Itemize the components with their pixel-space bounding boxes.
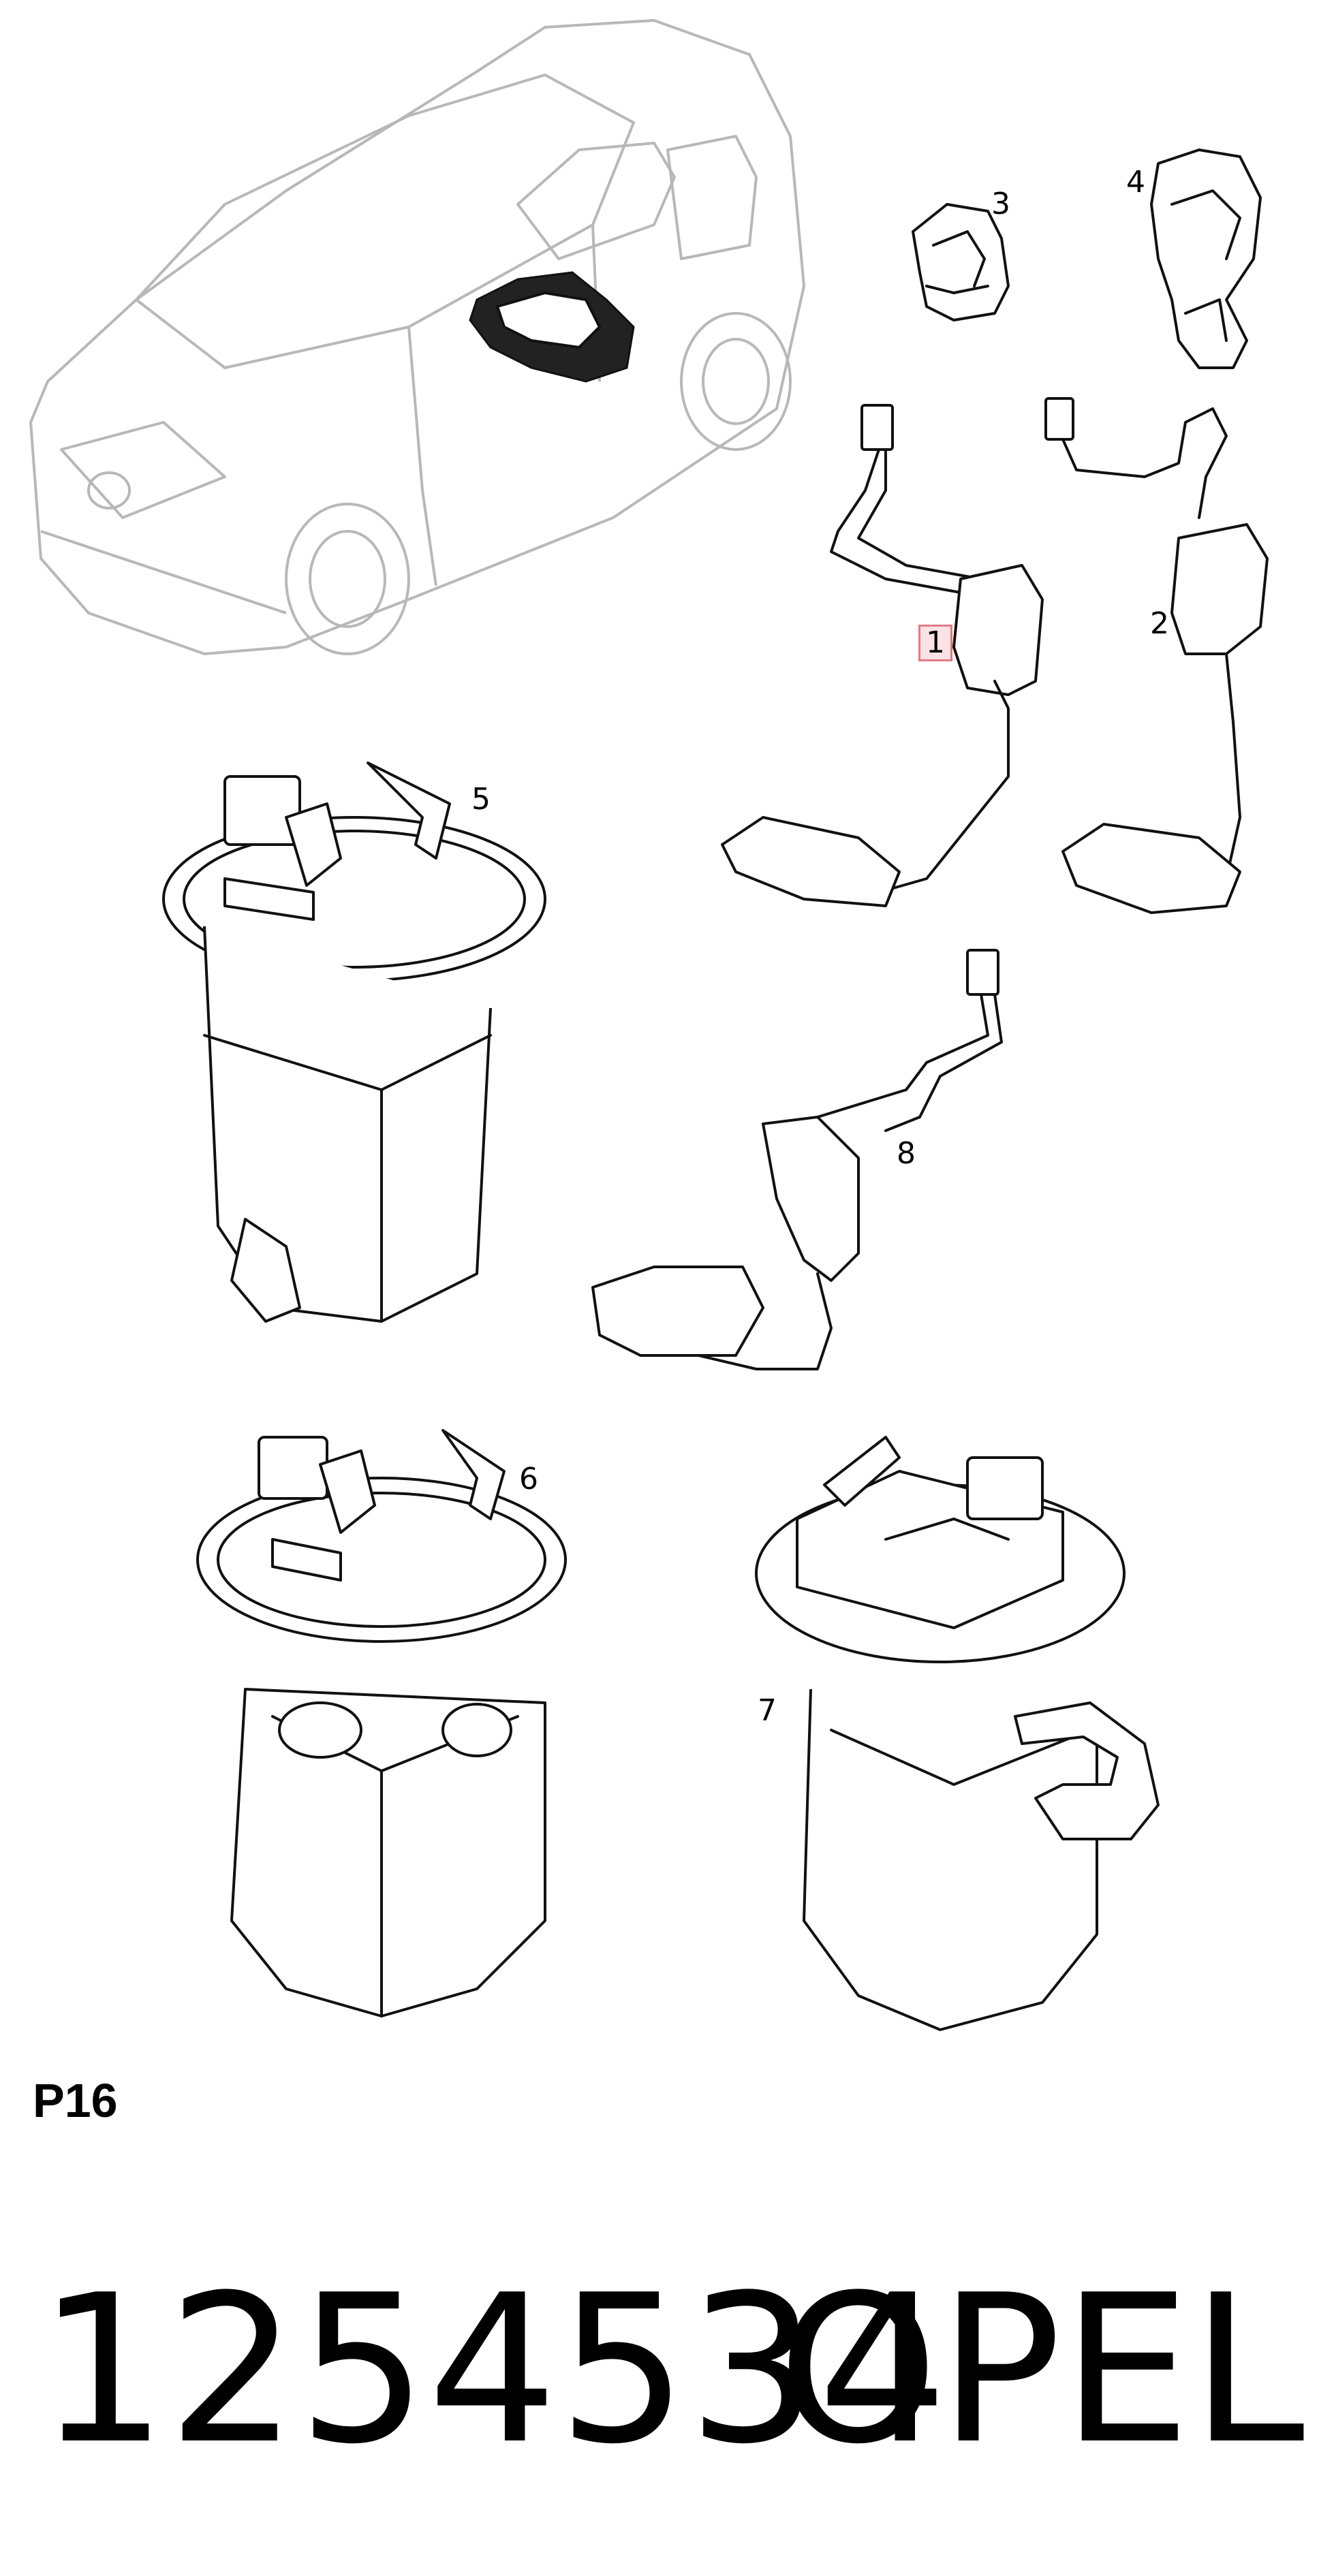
part-4-clip-illustration xyxy=(1150,148,1262,369)
section-code: P16 xyxy=(33,2074,118,2127)
callout-1[interactable]: 1 xyxy=(918,625,952,661)
vehicle-location-illustration xyxy=(29,19,805,655)
brand-name: OPEL xyxy=(777,2251,1305,2489)
part-7-fuel-pump-module-illustration xyxy=(755,1436,1160,2031)
callout-4[interactable]: 4 xyxy=(1126,165,1145,200)
part-5-fuel-pump-module-illustration xyxy=(162,761,546,1323)
callout-5[interactable]: 5 xyxy=(471,782,491,817)
part-3-clip-illustration xyxy=(912,203,1010,321)
callout-7[interactable]: 7 xyxy=(758,1693,777,1728)
part-2-fuel-level-sender-illustration xyxy=(1044,397,1269,914)
callout-3[interactable]: 3 xyxy=(991,187,1010,221)
footer: 1254534 OPEL xyxy=(37,2255,1305,2486)
part-number: 1254534 xyxy=(37,2251,948,2489)
exploded-parts-diagram xyxy=(29,19,1269,2031)
callout-8[interactable]: 8 xyxy=(897,1136,916,1171)
callout-2[interactable]: 2 xyxy=(1150,606,1169,641)
part-8-fuel-level-sender-illustration xyxy=(591,949,1003,1370)
part-1-fuel-level-sender-illustration xyxy=(721,404,1044,907)
part-6-fuel-pump-module-illustration xyxy=(196,1429,567,2017)
callout-6[interactable]: 6 xyxy=(519,1462,538,1496)
